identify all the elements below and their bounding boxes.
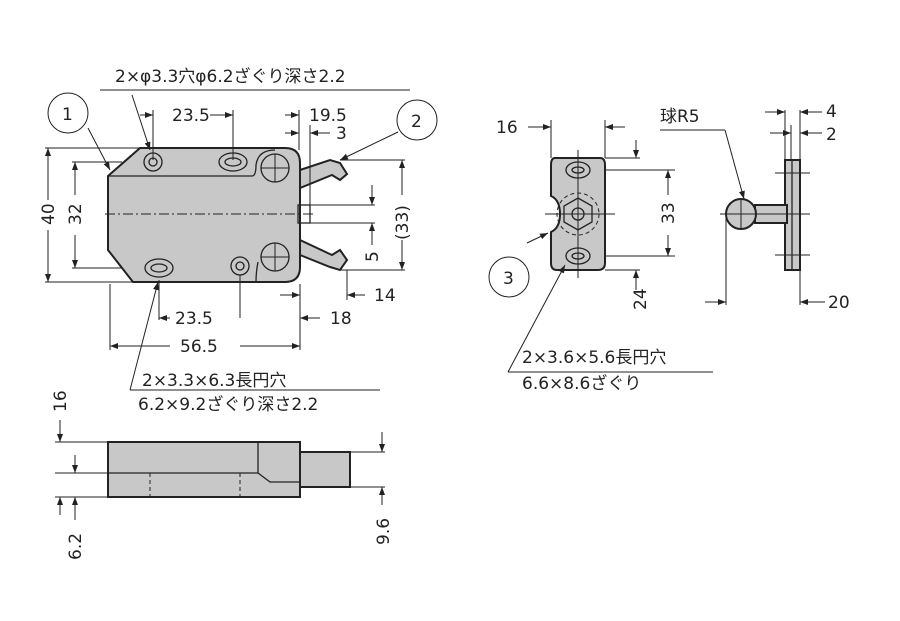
dim-32: 32 (66, 203, 86, 225)
strike-side-view: 球R5 4 2 20 (660, 102, 850, 313)
latch-arm-top (299, 158, 349, 190)
dim-33: (33) (393, 205, 413, 240)
balloon-1: 1 (47, 92, 89, 134)
svg-text:2: 2 (411, 112, 422, 132)
slot-note-1: 2×3.6×5.6長円穴 (522, 348, 666, 368)
dim-top-pitch: 23.5 (172, 106, 210, 126)
dim-5: 5 (363, 251, 383, 262)
dim-18: 18 (330, 309, 352, 329)
dim-16: 16 (496, 118, 518, 138)
dim-2: 2 (826, 125, 837, 145)
slot-note-2: 6.6×8.6ざぐり (522, 373, 641, 394)
slot-note-1: 2×3.3×6.3長円穴 (142, 371, 286, 391)
dim-40: 40 (39, 203, 59, 225)
catch-top-view: 2×φ3.3穴φ6.2ざぐり深さ2.2 23.5 19.5 3 40 32 (3… (39, 66, 413, 415)
balloon-3: 3 (488, 256, 530, 298)
dim-33: 33 (659, 202, 679, 224)
dim-6-2: 6.2 (66, 533, 86, 560)
dim-bottom-pitch: 23.5 (175, 309, 213, 329)
dim-19-5: 19.5 (309, 106, 347, 126)
dim-4: 4 (826, 102, 837, 122)
dim-24: 24 (631, 288, 651, 310)
ball-label: 球R5 (660, 107, 700, 127)
catch-side-view: 16 6.2 9.6 (51, 390, 394, 560)
balloon-2: 2 (396, 99, 438, 141)
slot-note-2: 6.2×9.2ざぐり深さ2.2 (138, 394, 318, 415)
dim-3: 3 (336, 124, 347, 144)
strike-front-view: 16 33 24 2×3.6×5.6長円穴 6.6×8.6ざぐり (496, 118, 713, 394)
dim-9-6: 9.6 (374, 518, 394, 545)
svg-text:3: 3 (503, 269, 514, 289)
hole-note: 2×φ3.3穴φ6.2ざぐり深さ2.2 (115, 66, 346, 87)
dim-56-5: 56.5 (180, 337, 218, 357)
dim-16: 16 (51, 390, 71, 412)
svg-text:1: 1 (62, 105, 73, 125)
dim-14: 14 (374, 286, 396, 306)
dim-20: 20 (828, 293, 850, 313)
latch-arm-bottom (299, 238, 349, 272)
